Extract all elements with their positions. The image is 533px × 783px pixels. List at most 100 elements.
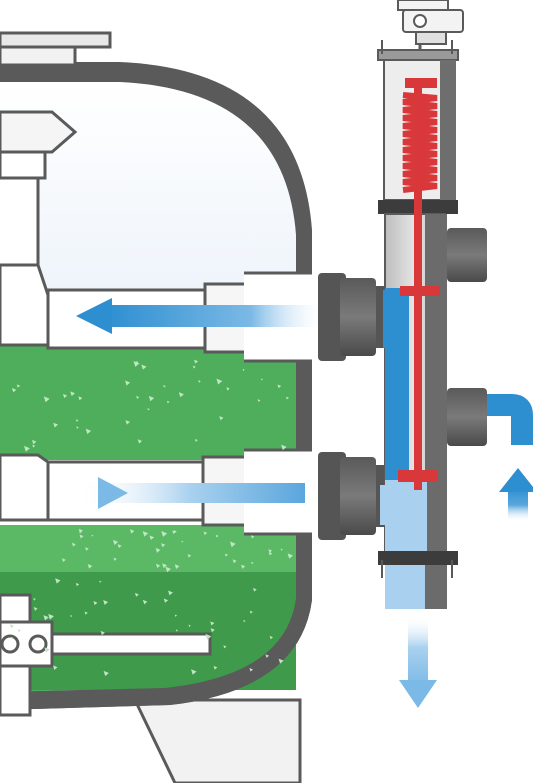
- media-speck: [44, 647, 50, 653]
- media-speck: [224, 553, 228, 557]
- valve-channel-inlet: [383, 290, 399, 348]
- lower-union: [318, 452, 390, 540]
- media-speck: [117, 544, 122, 549]
- lower-port-wall-lines: [244, 448, 312, 536]
- media-speck: [91, 534, 94, 537]
- media-speck: [141, 364, 147, 370]
- media-speck: [33, 597, 36, 601]
- media-speck: [277, 384, 282, 389]
- upper-port-wall-lines: [244, 271, 312, 363]
- media-speck: [192, 365, 196, 369]
- tank-lid-top: [0, 31, 112, 49]
- media-speck: [53, 422, 59, 428]
- media-speck: [24, 445, 30, 452]
- media-speck: [10, 636, 14, 640]
- media-speck: [161, 531, 168, 537]
- media-speck: [162, 563, 168, 569]
- media-speck: [229, 541, 236, 548]
- media-speck: [71, 542, 76, 547]
- media-speck: [213, 665, 218, 670]
- outflow-arrow-icon: [76, 298, 328, 334]
- lower-elbow: [0, 453, 50, 522]
- valve-drain-wall: [425, 565, 445, 609]
- filter-media-sand-band: [0, 525, 296, 572]
- media-speck: [241, 564, 246, 569]
- media-speck: [70, 391, 75, 397]
- media-speck: [210, 628, 215, 633]
- tank-lid-neck: [0, 45, 77, 67]
- inlet-riser: [0, 176, 40, 267]
- media-speck: [33, 606, 38, 611]
- media-speck: [175, 629, 179, 632]
- media-speck: [10, 624, 14, 629]
- media-speck: [85, 547, 89, 551]
- media-speck: [76, 426, 79, 429]
- media-speck: [161, 543, 166, 548]
- media-speck: [43, 396, 50, 403]
- media-speck: [250, 535, 255, 539]
- valve-bolts: [381, 40, 453, 578]
- inflow-arrow-icon: [75, 477, 305, 509]
- media-speck: [31, 439, 37, 445]
- tank-shell-bottom: [0, 598, 312, 710]
- media-speck: [100, 630, 105, 636]
- media-speck: [278, 658, 284, 664]
- media-speck: [43, 615, 49, 621]
- media-speck: [87, 563, 93, 569]
- valve-body-wall: [425, 214, 447, 609]
- media-speck: [194, 359, 199, 364]
- valve-base-flange: [378, 551, 458, 565]
- valve-channel-lower-inlet: [380, 485, 402, 525]
- media-speck: [148, 395, 155, 402]
- media-speck: [84, 611, 88, 615]
- media-speck: [210, 621, 215, 626]
- media-speck: [168, 590, 173, 596]
- media-speck: [205, 633, 212, 640]
- media-specks: [10, 359, 294, 677]
- media-speck: [125, 420, 131, 425]
- media-speck: [281, 444, 287, 451]
- valve-port-middle-right: [447, 388, 487, 446]
- media-speck: [62, 393, 68, 399]
- media-speck: [134, 592, 139, 597]
- multiport-valve: [377, 0, 487, 609]
- valve-top-cap: [377, 49, 459, 61]
- up-arrow-icon: [487, 394, 533, 522]
- actuator-icon: [397, 0, 464, 58]
- media-speck: [257, 399, 261, 403]
- media-speck: [149, 535, 155, 540]
- media-speck: [93, 601, 98, 606]
- media-speck: [32, 444, 36, 448]
- media-speck: [78, 396, 83, 401]
- media-speck: [216, 378, 223, 385]
- media-speck: [174, 614, 178, 617]
- media-speck: [249, 610, 253, 614]
- media-speck: [243, 619, 246, 623]
- media-speck: [129, 529, 135, 534]
- top-diffuser: [0, 110, 78, 154]
- media-speck: [155, 563, 161, 569]
- down-arrow-icon: [399, 615, 437, 708]
- media-speck: [113, 557, 117, 561]
- media-speck: [198, 380, 201, 383]
- media-speck: [174, 564, 180, 569]
- media-speck: [75, 419, 79, 422]
- media-speck: [181, 540, 184, 543]
- media-speck: [215, 534, 219, 538]
- bottom-lateral-arm: [50, 632, 212, 656]
- media-speck: [285, 396, 289, 400]
- media-speck: [133, 360, 140, 367]
- hub-bolt-2: [28, 634, 48, 654]
- media-speck: [287, 554, 291, 557]
- media-speck: [249, 668, 253, 672]
- media-speck: [194, 438, 198, 442]
- media-speck: [137, 439, 143, 444]
- media-speck: [11, 387, 17, 393]
- media-speck: [253, 587, 257, 592]
- media-speck: [165, 566, 171, 573]
- media-speck: [155, 547, 161, 553]
- media-speck: [103, 600, 109, 605]
- media-speck: [188, 624, 191, 628]
